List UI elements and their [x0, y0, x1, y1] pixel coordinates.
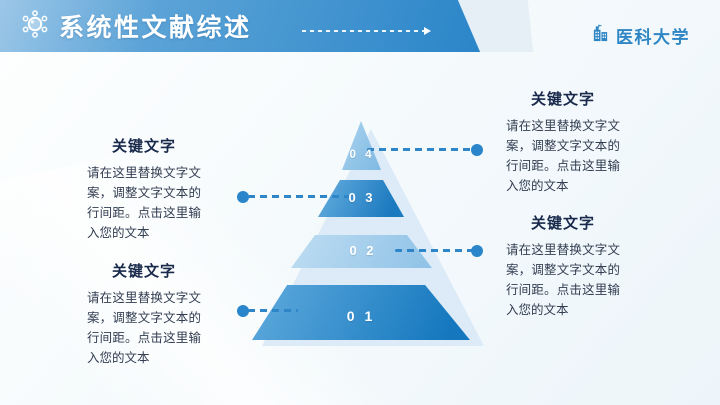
- connector-dot-03: [237, 191, 249, 203]
- connector-dot-04: [471, 144, 483, 156]
- connector-dot-02: [471, 245, 483, 257]
- key-text-body: 请在这里替换文字文案，调整文字文本的行间距。点击这里输入您的文本: [506, 243, 620, 317]
- banner-title-group: 系统性文献综述: [20, 9, 252, 43]
- university-logo: 医科大学: [591, 23, 690, 48]
- hospital-icon: [591, 24, 610, 48]
- connector-line-02: [395, 249, 473, 252]
- arrow-right-icon: [302, 27, 431, 35]
- header-banner: [0, 0, 481, 52]
- key-text-body: 请在这里替换文字文案，调整文字文本的行间距。点击这里输入您的文本: [506, 119, 620, 193]
- key-text-heading: 关键文字: [530, 215, 595, 232]
- logo-text: 医科大学: [616, 28, 690, 47]
- key-text-block-left-bottom: 关键文字 请在这里替换文字文案，调整文字文本的行间距。点击这里输入您的文本: [87, 260, 201, 368]
- key-text-body: 请在这里替换文字文案，调整文字文本的行间距。点击这里输入您的文本: [87, 166, 201, 240]
- pyramid-level-label: 0 3: [348, 190, 376, 205]
- key-text-heading: 关键文字: [111, 138, 176, 155]
- key-text-heading: 关键文字: [530, 91, 595, 108]
- page-title: 系统性文献综述: [59, 14, 252, 42]
- pyramid-level-label: 0 4: [349, 149, 375, 161]
- key-text-body: 请在这里替换文字文案，调整文字文本的行间距。点击这里输入您的文本: [87, 291, 201, 365]
- pyramid-level-label: 0 2: [349, 243, 377, 258]
- key-text-block-right-bottom: 关键文字 请在这里替换文字文案，调整文字文本的行间距。点击这里输入您的文本: [506, 212, 620, 320]
- key-text-block-right-top: 关键文字 请在这里替换文字文案，调整文字文本的行间距。点击这里输入您的文本: [506, 88, 620, 196]
- key-text-heading: 关键文字: [111, 263, 176, 280]
- molecule-icon: [20, 9, 50, 44]
- connector-dot-01: [237, 305, 249, 317]
- key-text-block-left-top: 关键文字 请在这里替换文字文案，调整文字文本的行间距。点击这里输入您的文本: [87, 135, 201, 243]
- pyramid-level-label: 0 1: [346, 308, 376, 324]
- connector-line-01: [248, 309, 298, 312]
